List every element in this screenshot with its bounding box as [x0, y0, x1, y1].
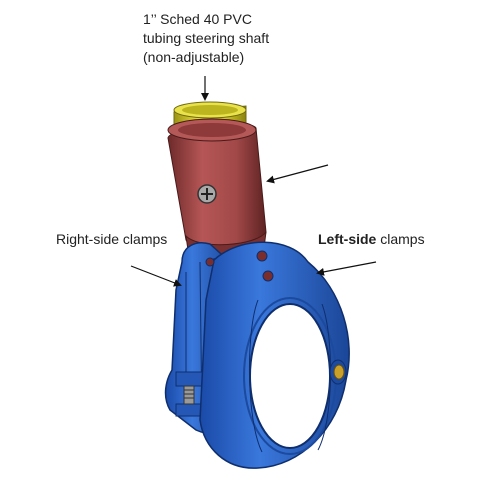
brass-pin-icon: [329, 359, 347, 385]
right-clamps-arrow: [130, 265, 182, 287]
left-clamps-label: Left-side clamps: [318, 230, 425, 248]
right-clamps-label: Right-side clamps: [56, 230, 167, 248]
pivot-hole-icon: [205, 250, 274, 282]
steering-collar: [167, 118, 267, 260]
left-clamps-arrow: [316, 261, 377, 276]
left-clamps-label-strong: Left-side: [318, 231, 377, 247]
left-clamps-label-rest: clamps: [376, 231, 425, 247]
shaft-label: 1’’ Sched 40 PVC tubing steering shaft (…: [143, 10, 323, 67]
collar-screw-icon: [197, 184, 217, 204]
collar-arrow: [266, 164, 329, 184]
shaft-label-line1: 1’’ Sched 40 PVC: [143, 11, 252, 27]
shaft-label-line2: tubing steering shaft: [143, 30, 270, 46]
shaft-label-line3: (non-adjustable): [143, 49, 245, 65]
left-side-clamp: [199, 241, 350, 469]
right-clamps-label-strong: Right-side clamps: [56, 231, 168, 247]
